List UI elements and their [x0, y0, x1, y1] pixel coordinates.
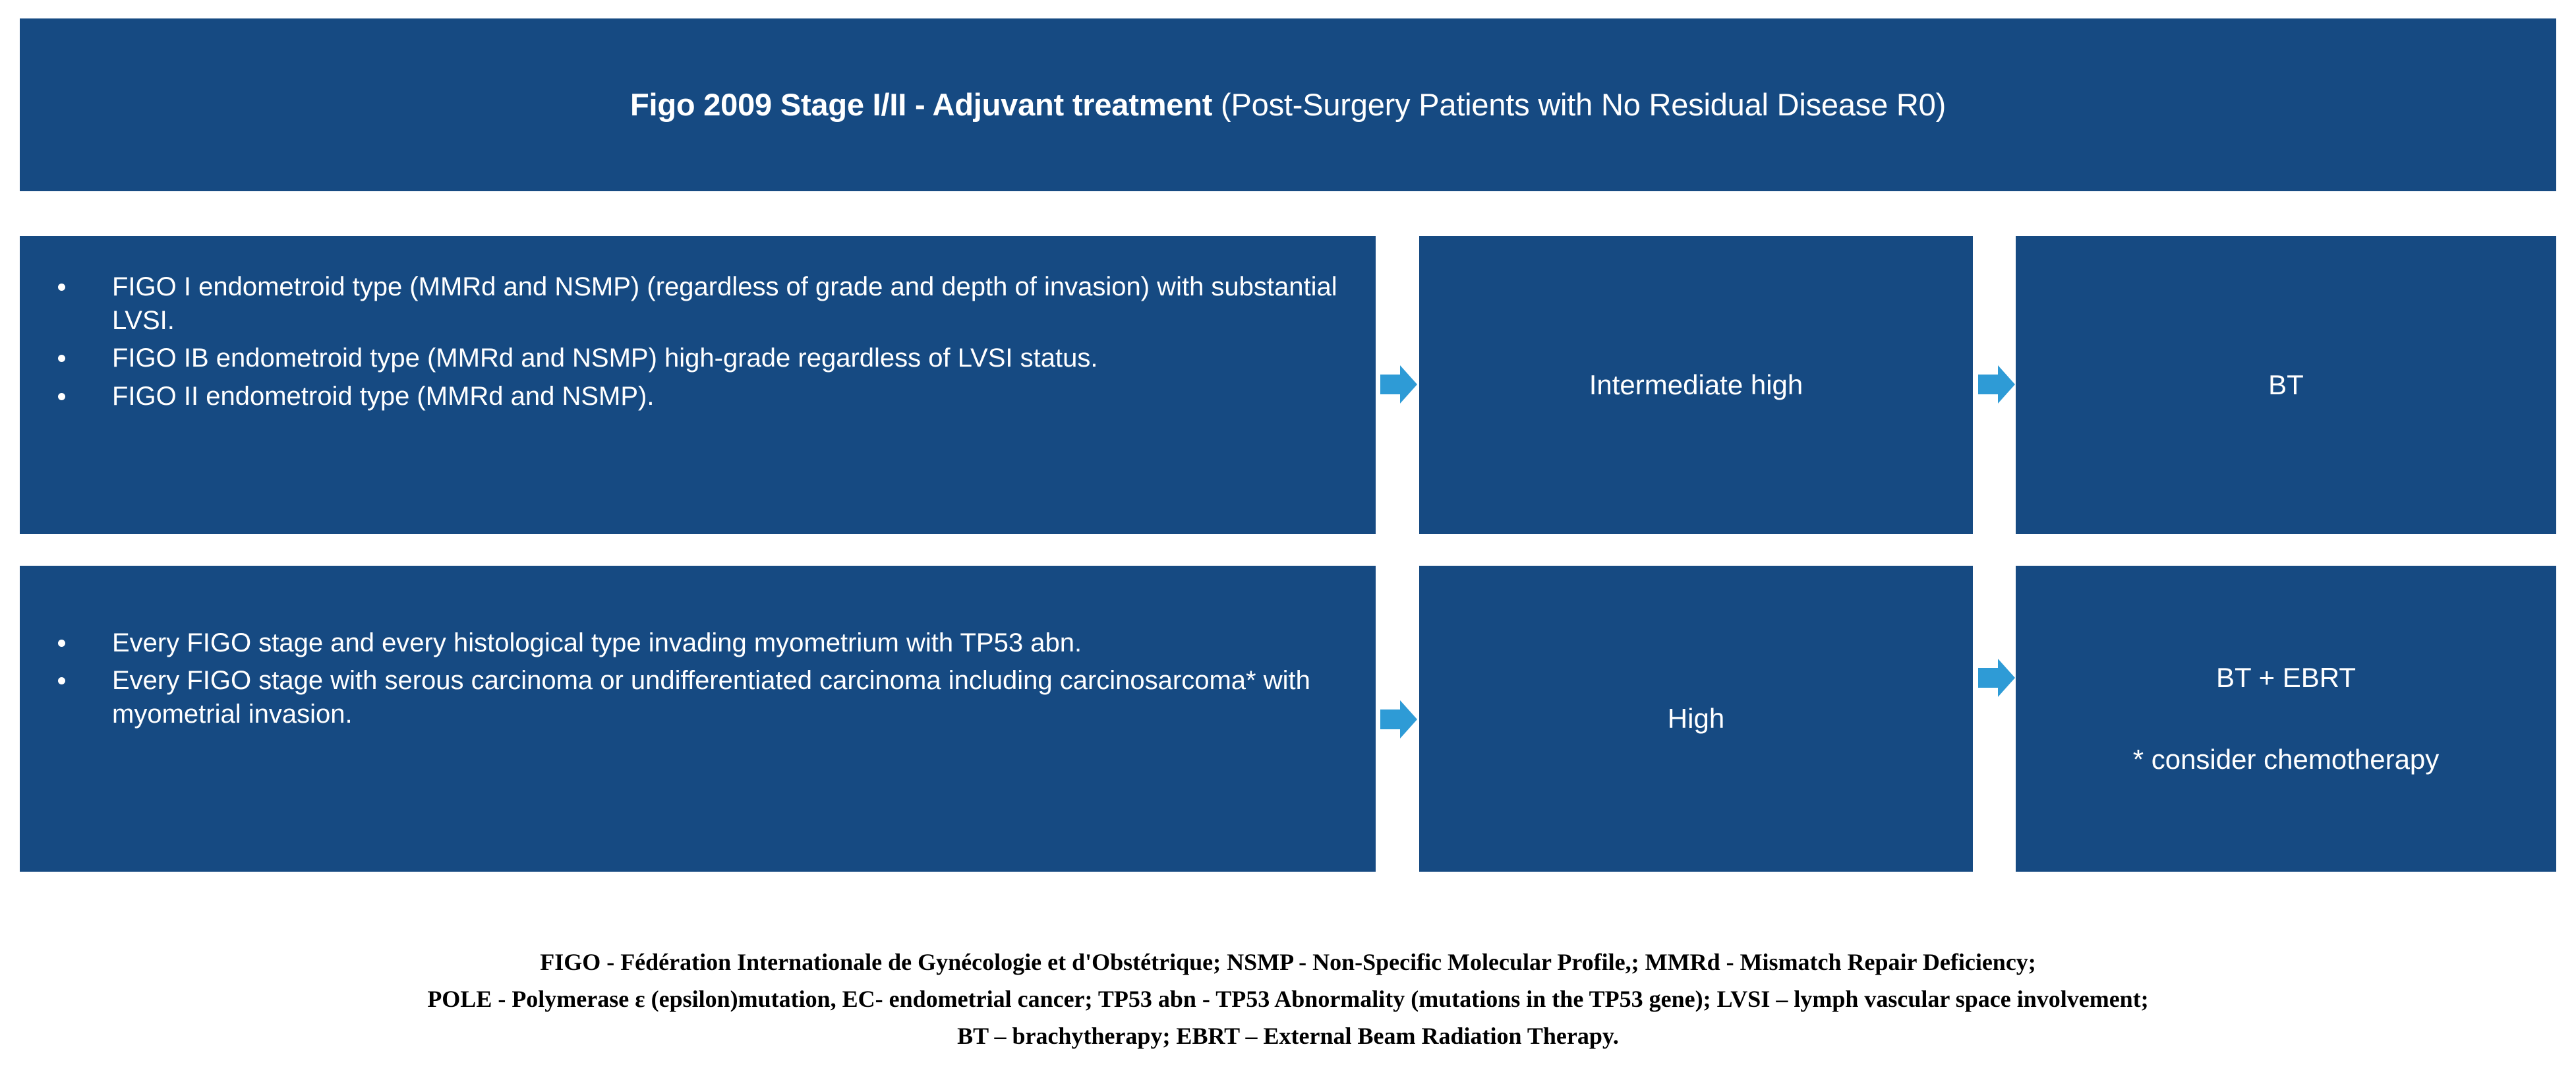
right-block-arrow-icon — [1380, 365, 1417, 404]
treatment-box-row-1: BT — [2016, 236, 2556, 534]
list-item: Every FIGO stage and every histological … — [40, 626, 1349, 660]
criteria-list-row-1: FIGO I endometroid type (MMRd and NSMP) … — [40, 270, 1349, 413]
treatment-primary-label: BT + EBRT — [2215, 662, 2356, 693]
treatment-secondary-label: * consider chemotherapy — [2132, 744, 2440, 775]
right-block-arrow-icon — [1380, 700, 1417, 739]
page-title-regular: (Post-Surgery Patients with No Residual … — [1212, 86, 1947, 122]
right-block-arrow-icon — [1978, 659, 2015, 697]
legend-line-2: POLE - Polymerase ε (epsilon)mutation, E… — [427, 985, 2149, 1012]
criteria-text: Every FIGO stage and every histological … — [112, 628, 1082, 657]
criteria-box-row-2: Every FIGO stage and every histological … — [20, 566, 1376, 872]
bullet-dot-icon — [58, 640, 65, 647]
right-block-arrow-icon — [1978, 365, 2015, 404]
legend-line-1: FIGO - Fédération Internationale de Gyné… — [540, 949, 2036, 975]
legend-line-3: BT – brachytherapy; EBRT – External Beam… — [957, 1022, 1619, 1049]
treatment-primary-label: BT — [2268, 369, 2304, 400]
risk-group-label: High — [1667, 703, 1725, 734]
list-item: FIGO II endometroid type (MMRd and NSMP)… — [40, 380, 1349, 413]
risk-group-box-row-1: Intermediate high — [1419, 236, 1973, 534]
criteria-text: Every FIGO stage with serous carcinoma o… — [112, 666, 1310, 729]
pathway-row-high: Every FIGO stage and every histological … — [20, 566, 2556, 872]
treatment-stack: BT + EBRT * consider chemotherapy — [2016, 566, 2556, 872]
bullet-dot-icon — [58, 355, 65, 363]
treatment-box-row-2: BT + EBRT * consider chemotherapy — [2016, 566, 2556, 872]
bullet-dot-icon — [58, 284, 65, 291]
risk-group-label: Intermediate high — [1589, 369, 1803, 400]
criteria-text: FIGO I endometroid type (MMRd and NSMP) … — [112, 272, 1337, 336]
abbreviation-legend: FIGO - Fédération Internationale de Gyné… — [0, 944, 2576, 1054]
list-item: Every FIGO stage with serous carcinoma o… — [40, 664, 1349, 731]
criteria-text: FIGO II endometroid type (MMRd and NSMP)… — [112, 381, 655, 411]
list-item: FIGO I endometroid type (MMRd and NSMP) … — [40, 270, 1349, 338]
criteria-list-row-2: Every FIGO stage and every histological … — [40, 626, 1349, 732]
criteria-list-wrapper-row-1: FIGO I endometroid type (MMRd and NSMP) … — [20, 236, 1376, 534]
header-banner: Figo 2009 Stage I/II - Adjuvant treatmen… — [20, 18, 2556, 191]
criteria-box-row-1: FIGO I endometroid type (MMRd and NSMP) … — [20, 236, 1376, 534]
page-title-bold: Figo 2009 Stage I/II - Adjuvant treatmen… — [629, 86, 1213, 122]
risk-group-box-row-2: High — [1419, 566, 1973, 872]
criteria-list-wrapper-row-2: Every FIGO stage and every histological … — [20, 566, 1376, 872]
pathway-row-intermediate-high: FIGO I endometroid type (MMRd and NSMP) … — [20, 236, 2556, 534]
list-item: FIGO IB endometroid type (MMRd and NSMP)… — [40, 342, 1349, 375]
criteria-text: FIGO IB endometroid type (MMRd and NSMP)… — [112, 344, 1098, 373]
bullet-dot-icon — [58, 677, 65, 685]
bullet-dot-icon — [58, 392, 65, 400]
page-title: Figo 2009 Stage I/II - Adjuvant treatmen… — [630, 86, 1946, 123]
